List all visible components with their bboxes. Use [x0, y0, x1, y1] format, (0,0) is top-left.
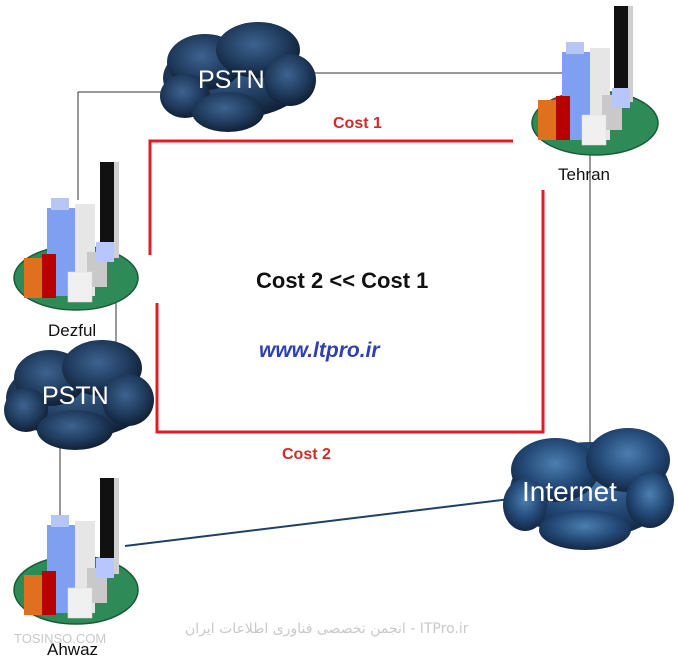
tehran-label: Tehran — [558, 165, 610, 184]
pstn-top-label: PSTN — [198, 66, 265, 94]
footer-watermark: ITPro.ir - انجمن تخصصی فناوری اطلاعات ای… — [185, 621, 469, 637]
cost-comparison: Cost 2 << Cost 1 — [256, 268, 429, 293]
cost1-path — [148, 139, 513, 255]
footer-site: TOSINSO.COM — [14, 631, 107, 646]
link-ahwaz-internet — [124, 498, 511, 547]
website-text: www.ltpro.ir — [259, 339, 380, 362]
dezful-label: Dezful — [48, 321, 97, 340]
ahwaz-label: Ahwaz — [47, 640, 99, 659]
pstn-mid-label: PSTN — [42, 382, 109, 410]
cost2-path — [155, 190, 545, 434]
cost1-label: Cost 1 — [333, 115, 382, 132]
cost2-label: Cost 2 — [282, 446, 331, 463]
internet-label: Internet — [522, 476, 617, 507]
